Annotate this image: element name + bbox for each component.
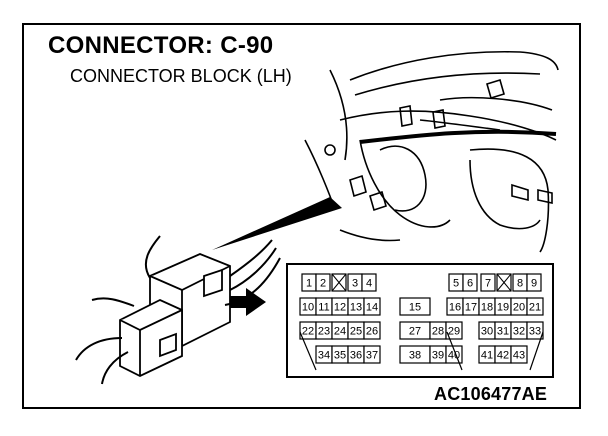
pin-cell [399,297,431,316]
pin-number: 29 [448,326,460,338]
pin-number: 32 [513,326,525,338]
pin-number: 38 [409,350,421,362]
connector-block-sketch [119,253,231,378]
wire-harness [359,129,557,144]
pin-number: 37 [366,350,378,362]
pin-cell [361,273,377,292]
figure-code: AC106477AE [434,384,548,404]
pin-cell [510,345,528,364]
pin-cell [445,321,463,340]
pin-number: 5 [453,278,459,290]
pin-cell [526,321,544,340]
pin-number: 27 [409,326,421,338]
pin-cell [526,297,544,316]
arrow-icon [212,288,266,316]
connector-title: CONNECTOR: C-90 [48,32,274,59]
pin-number: 42 [497,350,509,362]
pin-number: 7 [485,278,491,290]
pin-number: 6 [467,278,473,290]
pin-number: 35 [334,350,346,362]
pin-number: 18 [481,302,493,314]
connector-edge [446,331,463,371]
pin-number: 15 [409,302,421,314]
pin-number: 4 [366,278,372,290]
pin-number: 9 [531,278,537,290]
pin-number: 24 [334,326,346,338]
connector-edge [299,331,317,371]
cross-mark [496,273,512,292]
pin-number: 14 [366,302,378,314]
pin-number: 30 [481,326,493,338]
connector-wires [75,235,281,385]
pin-cell [526,273,542,292]
pointer-wedge [212,197,342,250]
pin-number: 3 [352,278,358,290]
pin-cell [462,273,478,292]
connector-edge [529,331,544,371]
pin-number: 21 [529,302,541,314]
pin-number: 12 [334,302,346,314]
pin-cell [480,273,496,292]
pin-number: 36 [350,350,362,362]
pin-number: 22 [302,326,314,338]
pin-number: 31 [497,326,509,338]
pin-cell [363,297,381,316]
pin-number: 17 [465,302,477,314]
pin-number: 11 [318,302,329,314]
pin-number: 19 [497,302,509,314]
pin-number: 8 [517,278,523,290]
pin-cell [363,321,381,340]
pin-cell [363,345,381,364]
connector-pinout [286,263,554,378]
pin-number: 33 [529,326,541,338]
pin-number: 28 [432,326,444,338]
cross-mark [331,273,347,292]
pin-number: 34 [318,350,330,362]
pin-cell [315,273,331,292]
pin-number: 26 [366,326,378,338]
pin-number: 25 [350,326,362,338]
pin-number: 16 [449,302,461,314]
pin-number: 23 [318,326,330,338]
dashboard-sketch [304,50,559,253]
pin-number: 2 [320,278,326,290]
pin-number: 13 [350,302,362,314]
pin-number: 20 [513,302,525,314]
connector-subtitle: CONNECTOR BLOCK (LH) [70,66,292,86]
pin-number: 39 [432,350,444,362]
pin-number: 10 [302,302,314,314]
pin-number: 41 [481,350,493,362]
pin-number: 43 [513,350,525,362]
pin-number: 1 [306,278,312,290]
diagram-frame [22,23,581,409]
